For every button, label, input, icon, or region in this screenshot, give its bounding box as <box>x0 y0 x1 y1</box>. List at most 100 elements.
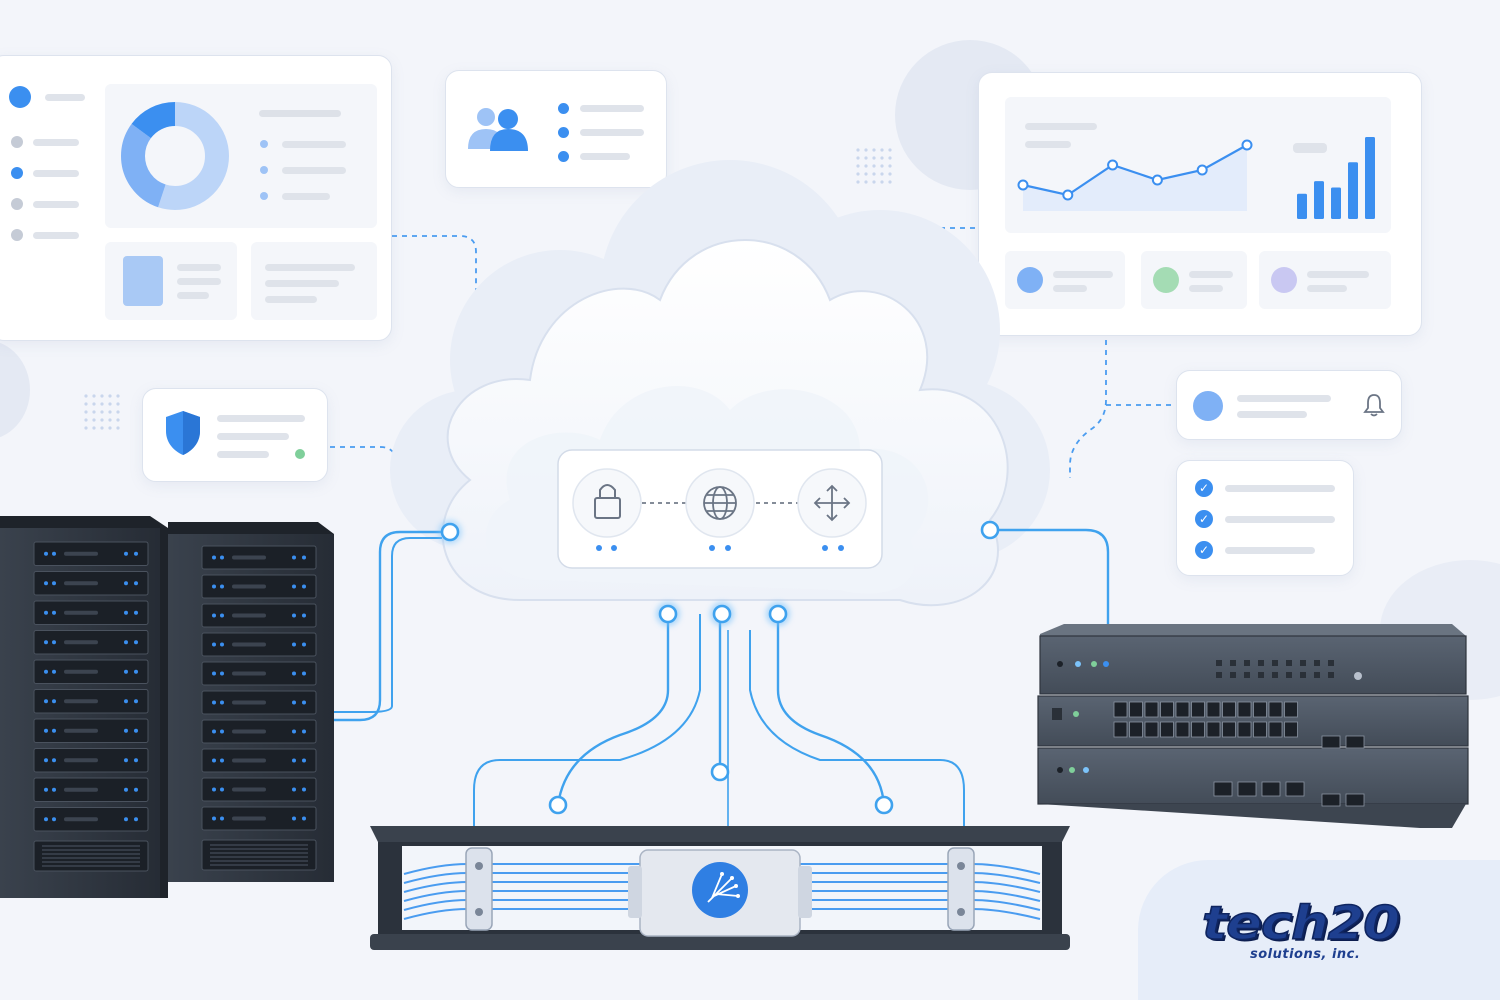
ethernet-port <box>1237 781 1257 797</box>
ethernet-port <box>1113 701 1128 718</box>
server-rack-right <box>168 522 334 882</box>
ethernet-port <box>1213 781 1233 797</box>
notification-line <box>1237 395 1331 402</box>
move-arrows-icon[interactable] <box>813 484 851 522</box>
ethernet-port <box>1222 701 1236 718</box>
user-line <box>580 105 644 112</box>
text-line <box>265 296 317 303</box>
brand-logo: tech20 solutions, inc. <box>1138 860 1500 1000</box>
notification-line <box>1237 411 1307 418</box>
legend-dot <box>260 192 268 200</box>
ethernet-port <box>1129 721 1143 738</box>
nav-label <box>33 232 79 239</box>
nav-dot <box>11 167 23 179</box>
checklist-line <box>1225 485 1335 492</box>
ethernet-port <box>1113 721 1128 738</box>
switch-leds <box>1052 661 1362 773</box>
shield-icon <box>166 411 200 455</box>
status-dot <box>295 449 305 459</box>
line-point <box>1151 174 1163 186</box>
checklist-line <box>1225 547 1315 554</box>
checklist-line <box>1225 516 1335 523</box>
analytics-card <box>978 72 1422 336</box>
stat-tile <box>1259 251 1391 309</box>
ethernet-port <box>1253 721 1267 738</box>
cloud-services-panel <box>557 449 883 569</box>
uplink-port <box>1321 735 1341 749</box>
stat-tile <box>1005 251 1125 309</box>
stat-line <box>1053 285 1087 292</box>
fiber-splitter-icon <box>692 862 748 918</box>
ethernet-port <box>1206 721 1221 738</box>
ethernet-port <box>1144 701 1159 718</box>
lock-icon[interactable] <box>594 484 621 519</box>
server-vent <box>33 840 149 872</box>
donut-segment <box>121 102 229 210</box>
doc-line <box>177 292 209 299</box>
users-card <box>445 70 667 188</box>
user-line <box>580 129 644 136</box>
bar-chart-label <box>1293 143 1327 153</box>
uplink-port <box>1345 793 1365 807</box>
legend-bar <box>282 193 330 200</box>
line-point <box>1062 189 1074 201</box>
nav-label <box>45 94 85 101</box>
donut-segment <box>121 102 229 210</box>
stat-line <box>1189 271 1233 278</box>
nav-dot <box>11 136 23 148</box>
stat-line <box>1307 271 1369 278</box>
legend-dot <box>260 166 268 174</box>
stat-dot <box>1017 267 1043 293</box>
nav-label <box>33 139 79 146</box>
chart-panel <box>1005 97 1391 233</box>
line-point <box>1017 179 1029 191</box>
ethernet-port <box>1191 721 1205 738</box>
stat-line <box>1189 285 1223 292</box>
ethernet-port <box>1268 701 1283 718</box>
fiber-patch-panel <box>370 826 1070 950</box>
check-icon[interactable]: ✓ <box>1195 541 1213 559</box>
bar-chart <box>1297 137 1375 219</box>
bar <box>1314 181 1324 219</box>
bell-icon[interactable] <box>1363 393 1385 417</box>
doc-line <box>177 278 221 285</box>
ethernet-port <box>1284 721 1298 738</box>
decor-dots <box>84 148 892 430</box>
avatar <box>1193 391 1223 421</box>
security-line <box>217 433 289 440</box>
ethernet-port <box>1237 701 1252 718</box>
globe-icon[interactable] <box>703 486 737 520</box>
server-vent <box>201 839 317 871</box>
checklist-card: ✓ ✓ ✓ <box>1176 460 1354 576</box>
uplink-port <box>1345 735 1365 749</box>
donut-panel <box>105 84 377 228</box>
nav-label <box>33 170 79 177</box>
security-card <box>142 388 328 482</box>
server-rack-left <box>0 516 168 898</box>
text-panel <box>251 242 377 320</box>
nav-label <box>33 201 79 208</box>
text-line <box>265 264 355 271</box>
line-point <box>1107 159 1119 171</box>
nav-dot <box>11 229 23 241</box>
ethernet-port <box>1160 721 1174 738</box>
ethernet-port <box>1285 781 1305 797</box>
donut-chart <box>121 102 229 210</box>
network-switch-stack <box>1037 624 1469 828</box>
check-icon[interactable]: ✓ <box>1195 479 1213 497</box>
security-line <box>217 415 305 422</box>
status-dots <box>596 545 844 551</box>
user-dot <box>558 151 569 162</box>
ethernet-port <box>1237 721 1252 738</box>
check-icon[interactable]: ✓ <box>1195 510 1213 528</box>
stat-dot <box>1271 267 1297 293</box>
ethernet-port <box>1284 701 1298 718</box>
ethernet-port <box>1268 721 1283 738</box>
stat-line <box>1053 271 1113 278</box>
users-icon <box>468 108 528 151</box>
brand-name: tech20 <box>1201 895 1401 951</box>
ethernet-port <box>1261 781 1281 797</box>
stat-tile <box>1141 251 1247 309</box>
legend-bar <box>259 110 341 117</box>
legend-bar <box>282 141 346 148</box>
